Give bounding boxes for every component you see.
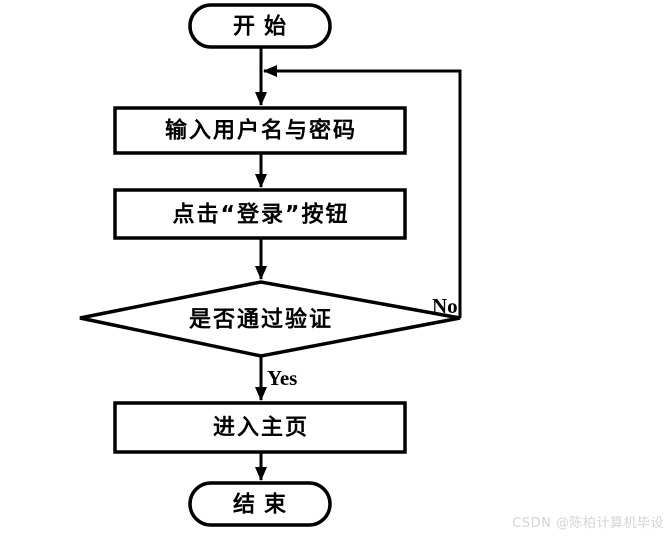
start-node xyxy=(188,3,332,49)
enter-home-label: 进入主页 xyxy=(213,416,309,441)
input-credentials-label: 输入用户名与密码 xyxy=(165,118,357,144)
enter-home-node xyxy=(113,401,407,454)
end-node xyxy=(188,481,332,527)
end-node-label: 结束 xyxy=(233,492,295,518)
csdn-watermark: CSDN @陈柏计算机毕设 xyxy=(512,515,664,531)
no-branch-label: No xyxy=(432,294,458,318)
click-login-node xyxy=(113,188,407,240)
click-login-label: 点击“登录”按钮 xyxy=(173,202,350,228)
edge-no-feedback-loop xyxy=(263,65,462,318)
yes-branch-label: Yes xyxy=(267,366,297,390)
verify-decision-node xyxy=(79,280,461,358)
start-node-label: 开始 xyxy=(233,14,295,40)
input-credentials-node xyxy=(113,106,407,155)
verify-decision-label: 是否通过验证 xyxy=(189,307,333,333)
